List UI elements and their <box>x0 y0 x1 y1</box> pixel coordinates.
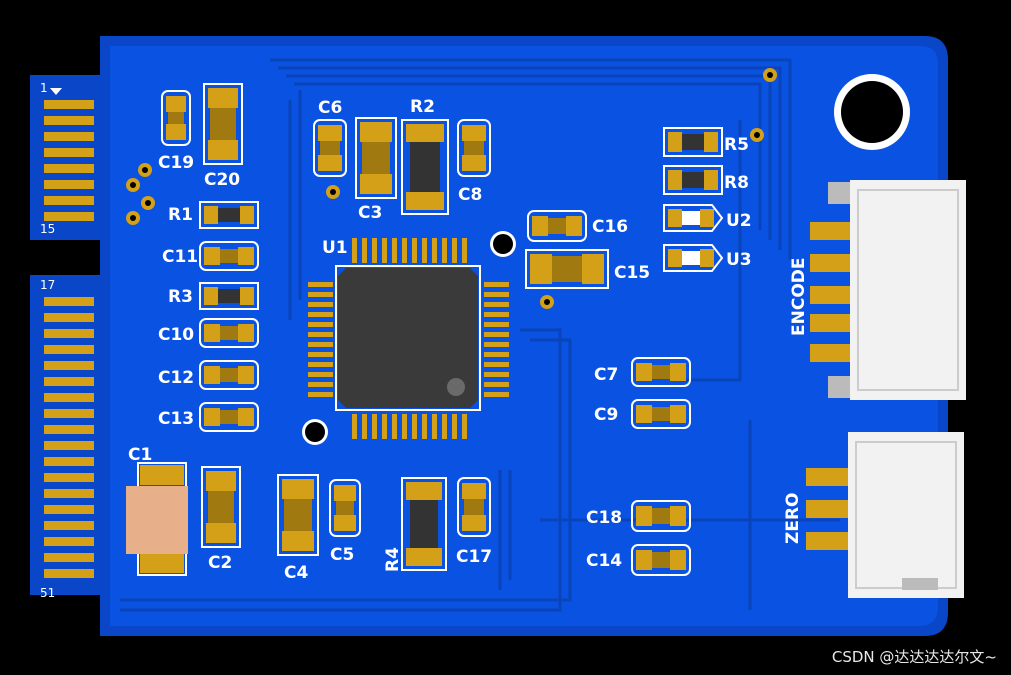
components-small <box>126 83 724 576</box>
edge-connector-bottom <box>44 297 94 578</box>
label-c3: C3 <box>358 203 382 223</box>
label-c12: C12 <box>158 368 194 388</box>
label-c11: C11 <box>162 247 198 267</box>
pin-label-17: 17 <box>40 278 55 292</box>
label-c2: C2 <box>208 553 232 573</box>
label-u2: U2 <box>726 211 752 231</box>
pin-label-1: 1 <box>40 81 48 95</box>
label-c4: C4 <box>284 563 308 583</box>
label-encode: ENCODE <box>789 258 809 337</box>
ic-u1 <box>308 238 509 439</box>
label-c7: C7 <box>594 365 618 385</box>
label-c1: C1 <box>128 445 152 465</box>
edge-connector-top <box>44 100 94 221</box>
watermark: CSDN @达达达达尔文~ <box>831 648 997 666</box>
label-u3: U3 <box>726 250 752 270</box>
label-u1: U1 <box>322 238 348 258</box>
label-c15: C15 <box>614 263 650 283</box>
label-c13: C13 <box>158 409 194 429</box>
label-c16: C16 <box>592 217 628 237</box>
pin1-marker-icon <box>50 88 62 95</box>
label-c10: C10 <box>158 325 194 345</box>
connector-encode <box>810 180 966 400</box>
label-c6: C6 <box>318 98 342 118</box>
label-zero: ZERO <box>783 493 803 544</box>
label-c19: C19 <box>158 153 194 173</box>
label-r8: R8 <box>724 173 749 193</box>
label-r5: R5 <box>724 135 749 155</box>
connector-zero <box>806 432 964 598</box>
label-c17: C17 <box>456 547 492 567</box>
label-c14: C14 <box>586 551 622 571</box>
pin-label-51: 51 <box>40 586 55 600</box>
label-c9: C9 <box>594 405 618 425</box>
label-r3: R3 <box>168 287 193 307</box>
label-c18: C18 <box>586 508 622 528</box>
label-c8: C8 <box>458 185 482 205</box>
pin-label-15: 15 <box>40 222 55 236</box>
label-r2: R2 <box>410 97 435 117</box>
label-c20: C20 <box>204 170 240 190</box>
label-c5: C5 <box>330 545 354 565</box>
label-r4: R4 <box>383 547 403 572</box>
label-r1: R1 <box>168 205 193 225</box>
